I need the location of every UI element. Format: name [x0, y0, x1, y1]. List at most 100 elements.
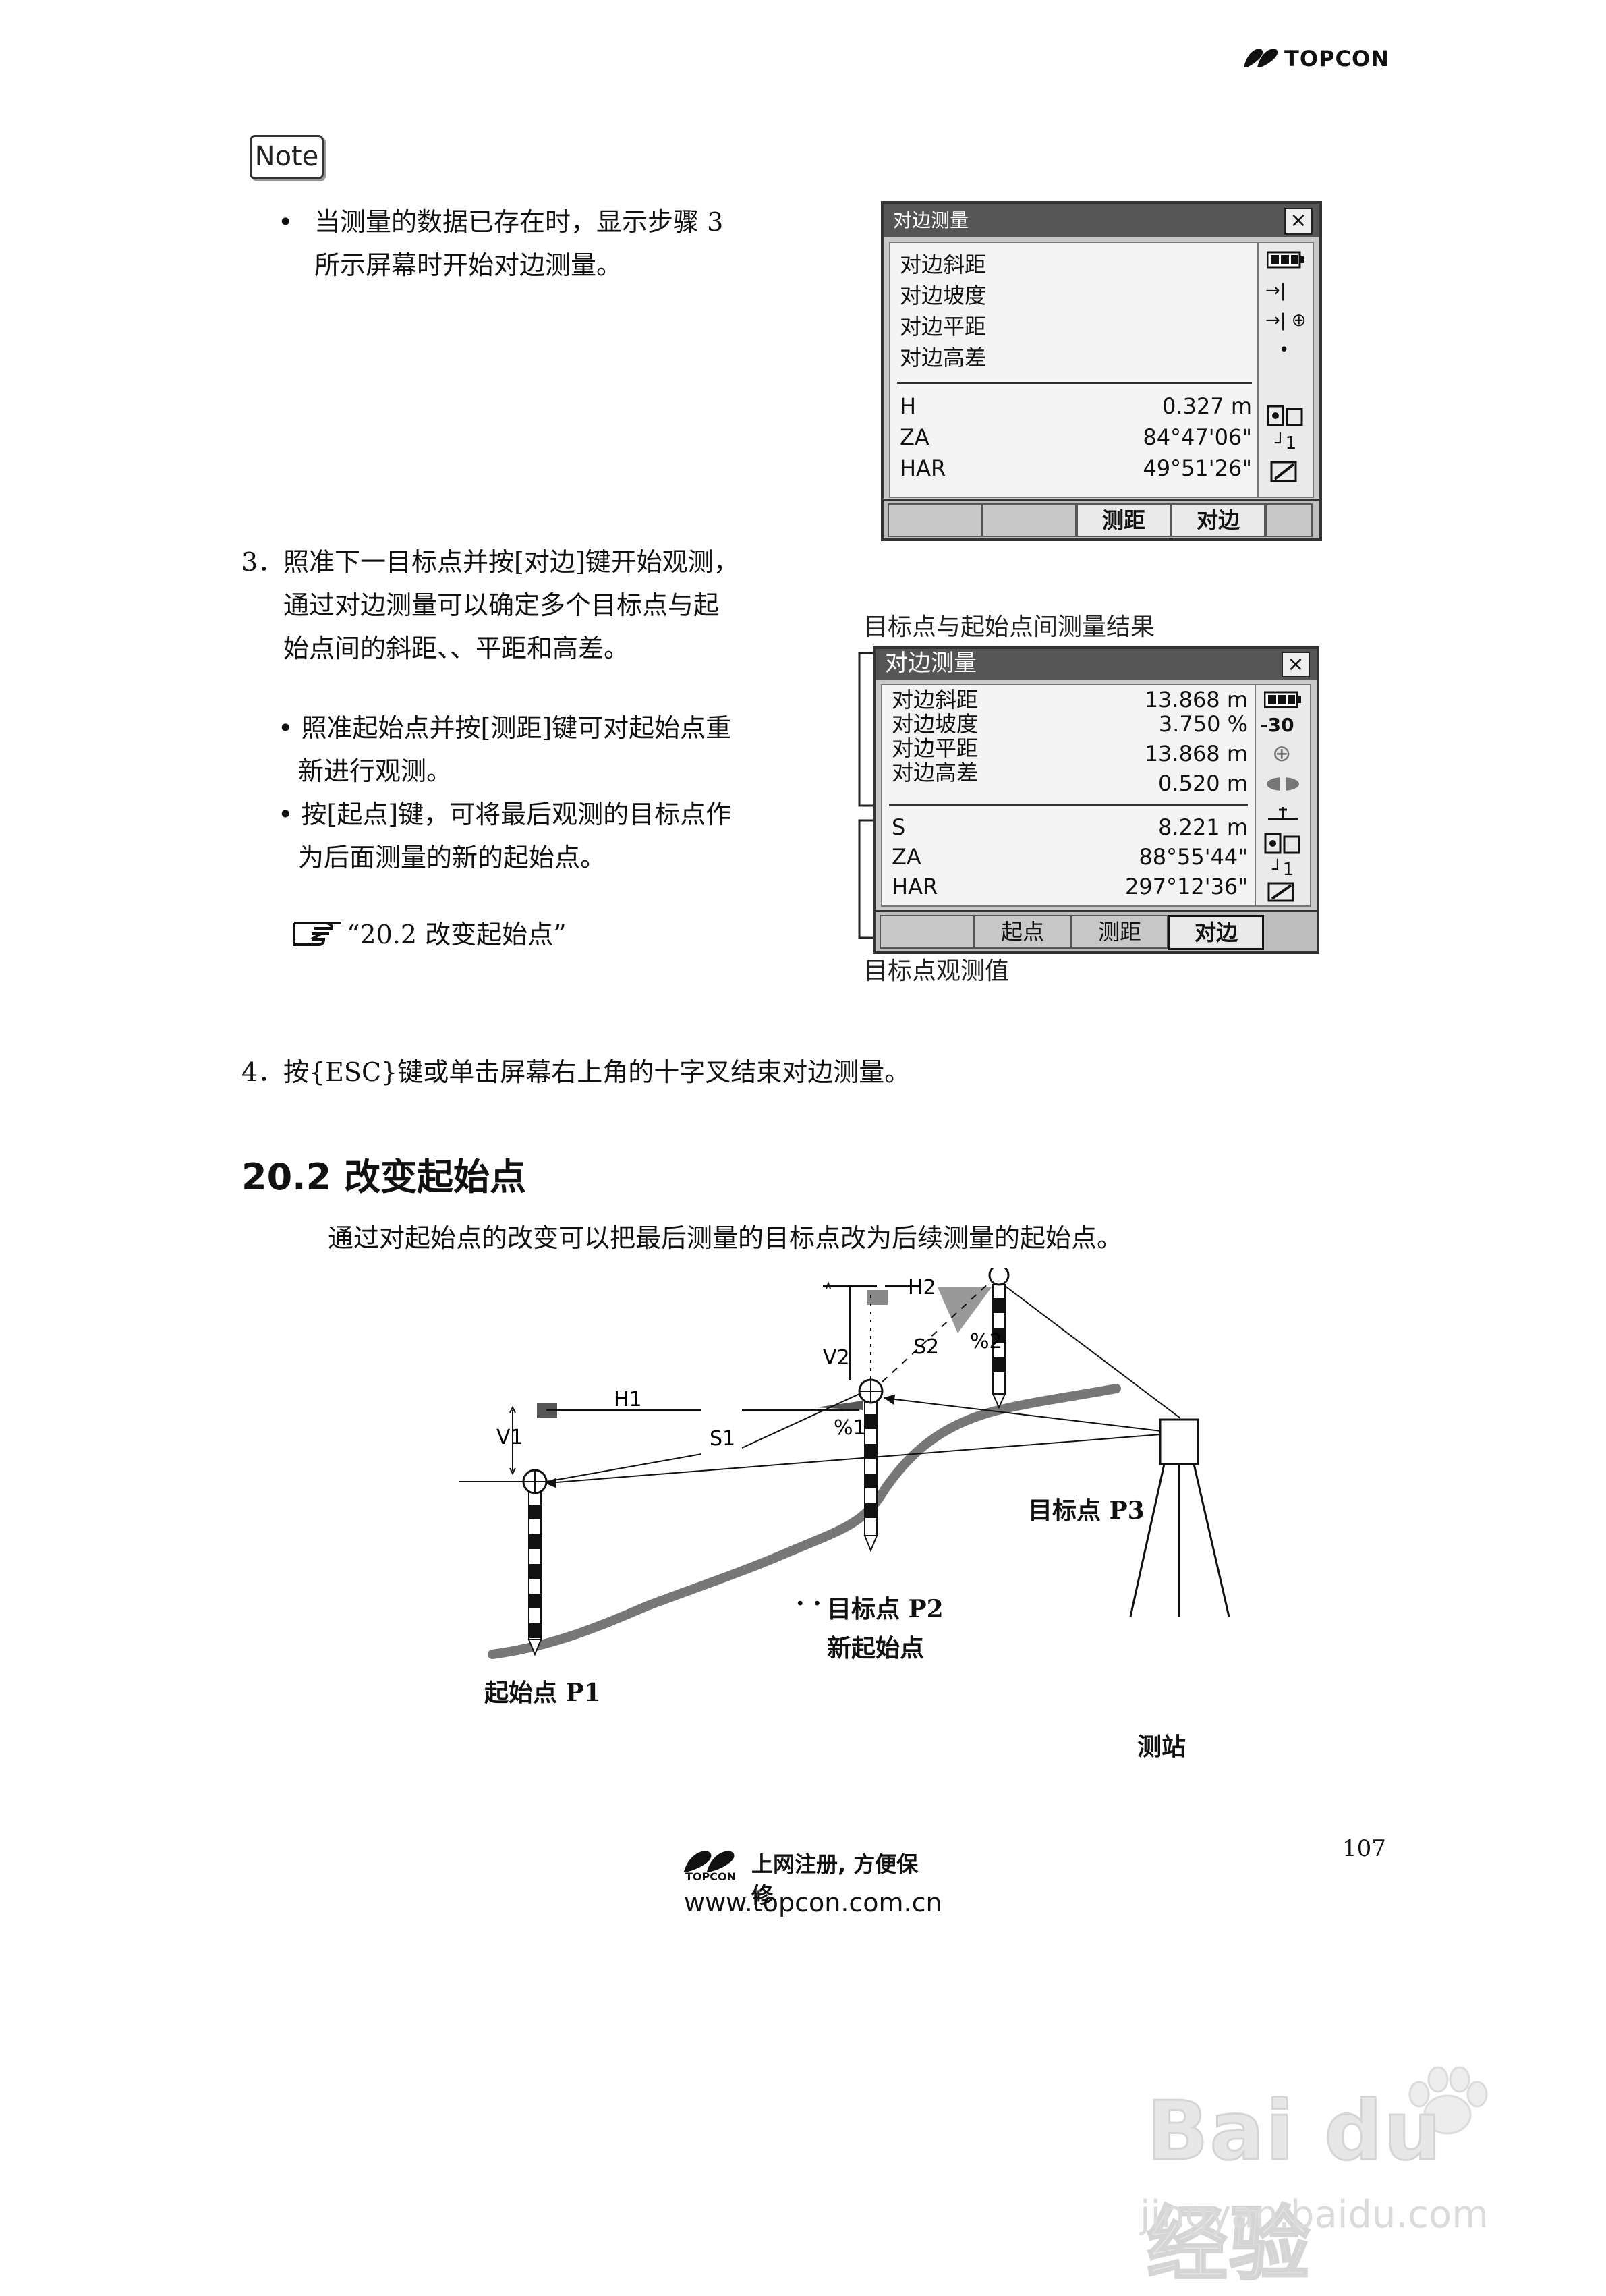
screen-1-row-za-value: 84°47'06": [1143, 424, 1252, 450]
footer-slogan: 上网注册, 方便保修: [751, 1851, 919, 1908]
screen-2-title: 对边测量: [885, 650, 977, 677]
screen-1-label-2: 对边坡度: [900, 283, 987, 308]
screen-1-row-har-value: 49°51'26": [1143, 455, 1252, 481]
target-prism-icon: [1267, 777, 1299, 791]
screen-2-mlm-button[interactable]: 对边: [1168, 915, 1264, 950]
label-s1: S1: [710, 1427, 735, 1451]
screen-1-status-bar: →| →| ⊕ • ┘1: [1257, 242, 1314, 498]
tilt-icon: [1268, 807, 1298, 820]
station-tripod: [1129, 1418, 1230, 1617]
page-indicator-icon: ┘1: [1272, 860, 1294, 880]
pole-p2: [858, 1378, 884, 1552]
screen-1-row-za-label: ZA: [900, 424, 929, 450]
screen-1-body: 对边斜距 对边坡度 对边平距 对边高差 H 0.327 m ZA 84°47'0…: [889, 242, 1260, 498]
note-line-1: 当测量的数据已存在时，显示步骤 3: [314, 207, 724, 237]
screen-2-row-har-value: 297°12'36": [1124, 874, 1248, 899]
screen-1-close-button[interactable]: ×: [1284, 208, 1313, 235]
note-badge: Note: [250, 135, 324, 179]
screen-1-divider: [897, 382, 1252, 384]
step-3-number: 3．: [241, 547, 284, 577]
screen-1-softkey-2[interactable]: [982, 503, 1077, 537]
step-3-bullet-1-line-1: • 照准起始点并按[测距]键可对起始点重: [278, 713, 732, 743]
label-new-start-point: 新起始点: [827, 1634, 925, 1662]
slope-wedge-1: [816, 1401, 863, 1410]
step-3-line-3: 始点间的斜距、、平距和高差。: [283, 634, 630, 663]
label-dots: · ·: [796, 1590, 822, 1618]
screen-1-measure-button[interactable]: 测距: [1077, 503, 1171, 537]
screen-2-divider: [889, 804, 1248, 806]
sight-lines: [544, 1285, 1181, 1488]
screen-2-row-har-label: HAR: [892, 874, 938, 899]
step-3-bullet-1-line-2: 新进行观测。: [298, 756, 453, 786]
screen-2-result-label-3: 对边平距: [892, 735, 979, 761]
topcon-mark-icon: [684, 1851, 735, 1872]
screen-2-close-button[interactable]: ×: [1282, 652, 1310, 677]
footer-url[interactable]: www.topcon.com.cn: [684, 1888, 942, 1917]
screen-2-softkey-bar: 起点 测距 对边: [876, 910, 1317, 951]
screen-2-body: 对边斜距 13.868 m 对边坡度 3.750 % 对边平距 13.868 m…: [881, 684, 1256, 907]
pole-p3: [988, 1268, 1010, 1409]
flag-p2: [867, 1290, 888, 1305]
section-title: 20.2 改变起始点: [241, 1156, 527, 1198]
screen-2-row-s-value: 8.221 m: [1158, 814, 1248, 840]
screen-2-softkey-1[interactable]: [880, 915, 974, 949]
label-station: 测站: [1137, 1733, 1186, 1761]
label-h2: H2: [908, 1276, 936, 1299]
note-line-2: 所示屏幕时开始对边测量。: [314, 250, 623, 280]
screen-1-softkey-1[interactable]: [888, 503, 982, 537]
battery-icon: [1264, 691, 1301, 708]
note-bullet: •: [278, 207, 293, 237]
screen-1: 对边测量 × 对边斜距 对边坡度 对边平距 对边高差 H 0.327 m ZA …: [881, 201, 1322, 541]
step-4-text: 按{ESC}键或单击屏幕右上角的十字叉结束对边测量。: [283, 1057, 911, 1087]
label-v1: V1: [496, 1426, 523, 1449]
screen-2-caption-top: 目标点与起始点间测量结果: [863, 613, 1155, 641]
screen-1-row-h-label: H: [900, 393, 917, 419]
step-3-bullet-2-line-2: 为后面测量的新的起始点。: [298, 843, 606, 872]
input-mode-icon: [1267, 882, 1294, 902]
prism-constant-icon: -30: [1260, 714, 1294, 736]
screen-2-brackets: [858, 652, 873, 939]
page-indicator-icon: ┘1: [1275, 433, 1297, 453]
topcon-wordmark: TOPCON: [1284, 46, 1389, 72]
paw-icon: [1408, 2066, 1488, 2135]
ground-line: [488, 1384, 1121, 1659]
screen-2-result-value-1: 13.868 m: [1144, 687, 1248, 712]
instrument-icon: [1267, 405, 1303, 426]
screen-2-result-label-4: 对边高差: [892, 760, 979, 785]
label-target-p3: 目标点 P3: [1028, 1496, 1145, 1525]
screen-2-row-za-label: ZA: [892, 844, 921, 870]
step-3-line-2: 通过对边测量可以确定多个目标点与起: [283, 590, 720, 620]
screen-2-caption-bottom: 目标点观测值: [863, 957, 1010, 985]
instrument-icon: [1264, 833, 1300, 854]
laser-pointer-icon: →| ⊕: [1265, 310, 1307, 331]
baidu-watermark: Bai du 经验 jingyan.baidu.com: [1133, 2065, 1551, 2293]
label-h1: H1: [614, 1388, 642, 1411]
screen-2-row-s-label: S: [892, 814, 906, 840]
screen-1-softkey-5[interactable]: [1265, 503, 1313, 537]
screen-1-mlm-button[interactable]: 对边: [1171, 503, 1265, 537]
label-pct1: %1: [834, 1416, 866, 1440]
mlm-diagram: H1 V1 S1 %1 H2 V2 S2 %2: [459, 1268, 1230, 1659]
screen-2-result-label-1: 对边斜距: [892, 687, 979, 712]
label-pct2: %2: [970, 1330, 1002, 1353]
watermark-sub: jingyan.baidu.com: [1140, 2193, 1489, 2237]
step-3-reference-link[interactable]: “20.2 改变起始点”: [347, 920, 567, 949]
screen-2-measure-button[interactable]: 测距: [1071, 915, 1168, 949]
pointing-hand-icon: [293, 922, 341, 946]
screen-1-row-har-label: HAR: [900, 455, 946, 481]
topcon-logo: TOPCON: [1241, 42, 1403, 76]
screen-2-titlebar: 对边测量 ×: [876, 649, 1317, 680]
watermark-main: Bai du 经验: [1146, 2084, 1443, 2293]
section-intro: 通过对起始点的改变可以把最后测量的目标点改为后续测量的起始点。: [328, 1223, 1123, 1253]
label-v2: V2: [823, 1346, 850, 1370]
screen-2-result-label-2: 对边坡度: [892, 711, 979, 737]
step-4-number: 4．: [241, 1057, 284, 1087]
screen-2-result-value-2: 3.750 %: [1158, 711, 1248, 737]
screen-2-row-za-value: 88°55'44": [1139, 844, 1248, 870]
input-mode-icon: [1270, 461, 1297, 482]
screen-2-result-value-4: 0.520 m: [1158, 771, 1248, 796]
screen-1-label-3: 对边平距: [900, 314, 987, 339]
footer-logo: TOPCON 上网注册, 方便保修 www.topcon.com.cn: [681, 1847, 942, 1928]
laser-plummet-icon: ⊕: [1272, 740, 1292, 767]
screen-2-start-point-button[interactable]: 起点: [974, 915, 1071, 949]
